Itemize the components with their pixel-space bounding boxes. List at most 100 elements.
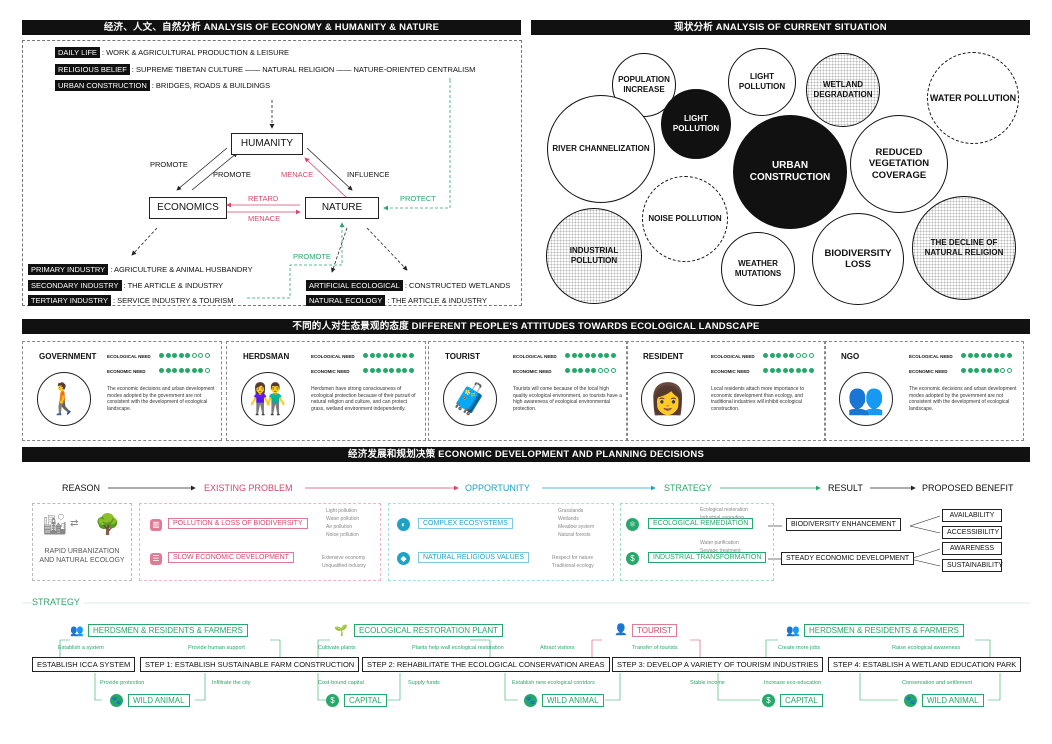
step-4: STEP 4: ESTABLISH A WETLAND EDUCATION PA… <box>828 657 1022 672</box>
religious-belief-tag: RELIGIOUS BELIEF <box>55 64 130 75</box>
promote-label-1: PROMOTE <box>150 160 188 169</box>
artificial-ecological-text: : CONSTRUCTED WETLANDS <box>404 281 511 290</box>
benefit-availability: AVAILABILITY <box>942 509 1002 522</box>
need-dot-filled <box>763 353 768 358</box>
econ-need-label: ECONOMIC NEED <box>311 369 350 374</box>
diamond-icon: ◆ <box>397 552 410 565</box>
need-dot-filled <box>172 353 177 358</box>
strategy-panel <box>620 503 774 581</box>
urban-construction-row: URBAN CONSTRUCTION : BRIDGES, ROADS & BU… <box>55 80 270 91</box>
existing-problem-header: EXISTING PROBLEM <box>204 483 293 493</box>
urban-construction-text: : BRIDGES, ROADS & BUILDINGS <box>151 81 271 90</box>
need-dot-filled <box>578 368 583 373</box>
need-dot-filled <box>198 368 203 373</box>
noise-pollution-circle: NOISE POLLUTION <box>642 176 728 262</box>
group-name: TOURIST <box>445 352 480 361</box>
need-dot-filled <box>382 368 388 373</box>
eco-need-dots <box>565 353 616 358</box>
need-dot-filled <box>808 368 814 373</box>
tertiary-industry-tag: TERTIARY INDUSTRY <box>28 295 111 306</box>
need-dot-filled <box>571 368 577 373</box>
light-pollution-white-circle: LIGHT POLLUTION <box>728 48 796 116</box>
need-dot-filled <box>980 368 986 373</box>
econ-need-label: ECONOMIC NEED <box>909 369 948 374</box>
need-dot-filled <box>591 368 596 373</box>
need-dot-filled <box>402 353 407 358</box>
need-dot-filled <box>565 353 570 358</box>
opportunity-religious: NATURAL RELIGIOUS VALUES <box>418 552 530 563</box>
urban-construction-circle: URBAN CONSTRUCTION <box>733 115 847 229</box>
tag-herdsmen-2: HERDSMEN & RESIDENTS & FARMERS <box>804 624 964 637</box>
need-dot-filled <box>565 368 570 373</box>
secondary-industry-row: SECONDARY INDUSTRY : THE ARTICLE & INDUS… <box>28 280 223 291</box>
biodiversity-circle: BIODIVERSITY LOSS <box>812 213 904 305</box>
need-dot-filled <box>402 368 407 373</box>
light-pollution-black-circle: LIGHT POLLUTION <box>661 89 731 159</box>
benefit-accessibility: ACCESSIBILITY <box>942 526 1002 539</box>
group-avatar: 🧳 <box>443 372 497 426</box>
need-dot-filled <box>185 353 190 358</box>
need-dot-filled <box>571 353 577 358</box>
wetland-circle: WETLAND DEGRADATION <box>806 53 880 127</box>
humanity-node: HUMANITY <box>231 133 303 155</box>
menace-label-1: MENACE <box>281 170 314 179</box>
protect-label: PROTECT <box>400 194 436 203</box>
step-1: STEP 1: ESTABLISH SUSTAINABLE FARM CONST… <box>140 657 360 672</box>
group-description: Tourists will come because of the local … <box>513 386 622 412</box>
eco-need-label: ECOLOGICAL NEED <box>107 354 151 359</box>
analysis-arrows <box>131 78 451 299</box>
people-icon-1: 👥 <box>70 625 84 637</box>
retard-label: RETARD <box>248 194 279 203</box>
vegetation-circle: REDUCED VEGETATION COVERAGE <box>850 115 948 213</box>
promote-label-2: PROMOTE <box>213 170 251 179</box>
upper-note: Attract visitors <box>540 645 575 651</box>
artificial-ecological-row: ARTIFICIAL ECOLOGICAL : CONSTRUCTED WETL… <box>306 280 510 291</box>
lower-note: Stable income <box>690 680 725 686</box>
group-avatar: 👫 <box>241 372 295 426</box>
step-icca: ESTABLISH ICCA SYSTEM <box>32 657 136 672</box>
tree-icon: 🌳 <box>95 514 120 536</box>
result-biodiversity: BIODIVERSITY ENHANCEMENT <box>786 518 901 531</box>
lower-note: Conservation and settlement <box>902 680 973 686</box>
need-dot-filled <box>993 353 999 358</box>
attitudes-header: 不同的人对生态景观的态度 DIFFERENT PEOPLE'S ATTITUDE… <box>22 319 1030 334</box>
side-note: Respect for nature <box>552 555 594 561</box>
need-dot-filled <box>974 368 979 373</box>
need-dot-empty <box>191 353 197 358</box>
need-dot-filled <box>363 353 368 358</box>
need-dot-filled <box>789 353 794 358</box>
daily-life-tag: DAILY LIFE <box>55 47 100 58</box>
strategy-header: STRATEGY <box>664 483 712 493</box>
result-economy: STEADY ECONOMIC DEVELOPMENT <box>781 552 915 565</box>
side-note: Light pollution <box>326 508 357 514</box>
side-note: Meadow system <box>558 524 595 530</box>
need-dot-filled <box>369 353 375 358</box>
group-name: NGO <box>841 352 860 361</box>
tertiary-industry-row: TERTIARY INDUSTRY : SERVICE INDUSTRY & T… <box>28 295 234 306</box>
swap-icon: ⇄ <box>70 518 79 529</box>
group-name: RESIDENT <box>643 352 684 361</box>
eco-need-dots <box>763 353 814 358</box>
natural-ecology-tag: NATURAL ECOLOGY <box>306 295 386 306</box>
need-dot-filled <box>185 368 190 373</box>
religion-circle: THE DECLINE OF NATURAL RELIGION <box>912 196 1016 300</box>
need-dot-filled <box>776 353 781 358</box>
plant-icon: 🌱 <box>334 625 348 637</box>
step-3: STEP 3: DEVELOP A VARIETY OF TOURISM IND… <box>612 657 824 672</box>
need-dot-filled <box>610 353 616 358</box>
industrial-pollution-circle: INDUSTRIAL POLLUTION <box>546 208 642 304</box>
econ-need-dots <box>159 368 210 373</box>
need-dot-filled <box>769 368 775 373</box>
need-dot-filled <box>1000 353 1005 358</box>
secondary-industry-tag: SECONDARY INDUSTRY <box>28 280 122 291</box>
need-dot-filled <box>191 368 197 373</box>
strategy-side-note: Sewage treatment <box>700 548 741 554</box>
tag-plant: ECOLOGICAL RESTORATION PLANT <box>354 624 503 637</box>
city-icon: 🏙 <box>42 514 68 536</box>
existing-panel <box>139 503 381 581</box>
